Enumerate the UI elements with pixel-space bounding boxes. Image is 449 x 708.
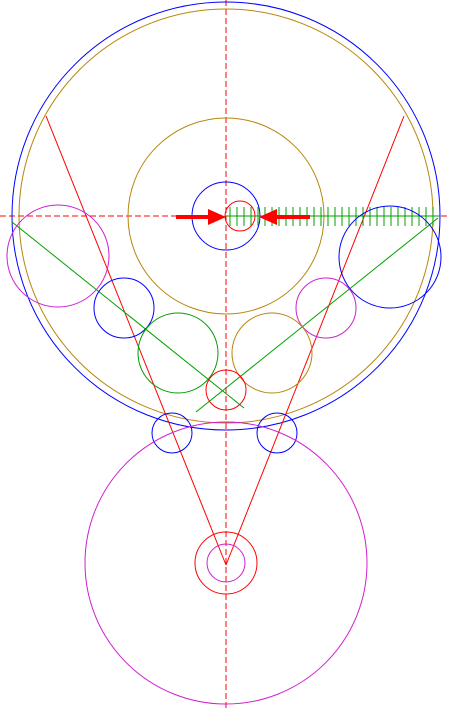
lower-hub-outer-circle <box>194 531 258 595</box>
right-roller-circle <box>256 412 298 454</box>
lower-hub-inner-circle <box>206 543 246 583</box>
green-gear-circle <box>137 312 219 394</box>
left-v-line <box>45 115 227 566</box>
hatch-marks <box>229 207 434 226</box>
lower-red-circle <box>205 369 247 411</box>
right-v-line <box>225 115 405 566</box>
lower-wheel-circle <box>84 421 368 705</box>
left-magenta-circle <box>6 204 110 308</box>
gold-gear-circle <box>231 312 313 394</box>
left-small-blue-circle <box>93 277 155 339</box>
right-green-line <box>195 217 439 413</box>
left-roller-circle <box>151 412 193 454</box>
right-small-magenta-circle <box>295 277 357 339</box>
right-blue-circle <box>338 205 442 309</box>
left-green-line <box>11 221 245 409</box>
right-arrow <box>259 209 310 225</box>
left-arrow <box>176 209 226 225</box>
